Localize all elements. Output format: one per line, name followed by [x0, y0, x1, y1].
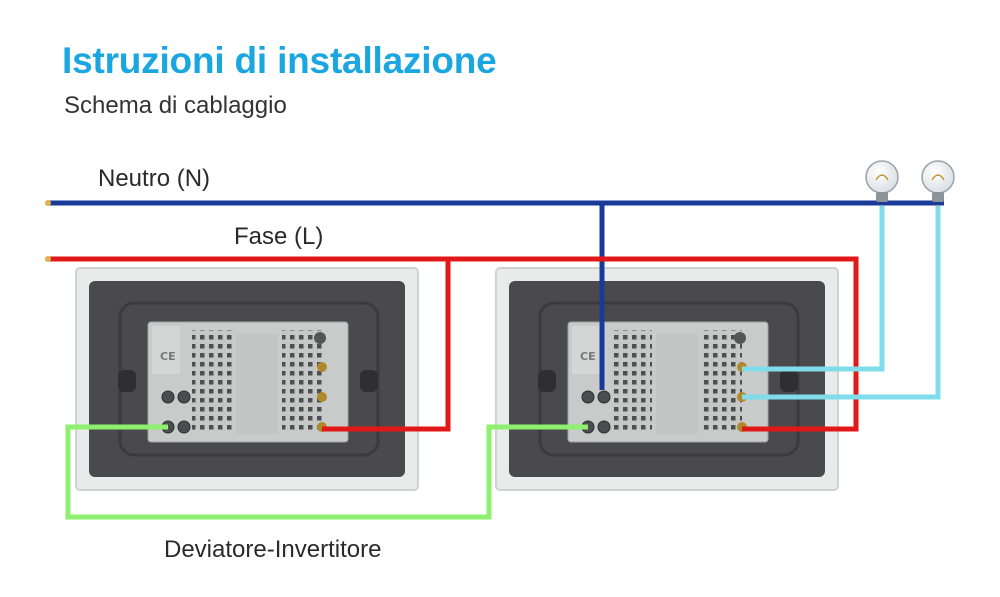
ce-mark: CE — [160, 350, 176, 363]
ventilation-grid — [192, 330, 232, 430]
plate-slot — [538, 370, 556, 392]
neutral-wire — [48, 200, 944, 390]
phase-label: Fase (L) — [234, 223, 323, 250]
plate-slot — [118, 370, 136, 392]
neutral-label: Neutro (N) — [98, 165, 210, 192]
lamp-wire — [742, 206, 941, 400]
wire-end-phase — [45, 256, 51, 262]
switch-left: CE — [75, 267, 419, 491]
page-subtitle: Schema di cablaggio — [64, 92, 287, 119]
ventilation-grid — [612, 330, 652, 430]
module-label-strip — [656, 334, 698, 434]
wire-end-neutral — [45, 200, 51, 206]
switch-module: CE — [567, 321, 769, 443]
module-label-strip — [236, 334, 278, 434]
ce-mark: CE — [580, 350, 596, 363]
lamp-1 — [865, 160, 899, 202]
traveler-wire — [65, 424, 588, 520]
ventilation-grid — [282, 330, 322, 430]
adjust-knob — [734, 332, 746, 344]
plate-slot — [360, 370, 378, 392]
traveler-label: Deviatore-Invertitore — [164, 536, 381, 563]
switch-right: CE — [495, 267, 839, 491]
adjust-knob — [314, 332, 326, 344]
phase-wire — [48, 256, 859, 432]
page-title: Istruzioni di installazione — [62, 40, 497, 81]
terminal-column-left — [581, 390, 611, 434]
lamp-2 — [921, 160, 955, 202]
plate-slot — [780, 370, 798, 392]
switch-module: CE — [147, 321, 349, 443]
ventilation-grid — [702, 330, 742, 430]
